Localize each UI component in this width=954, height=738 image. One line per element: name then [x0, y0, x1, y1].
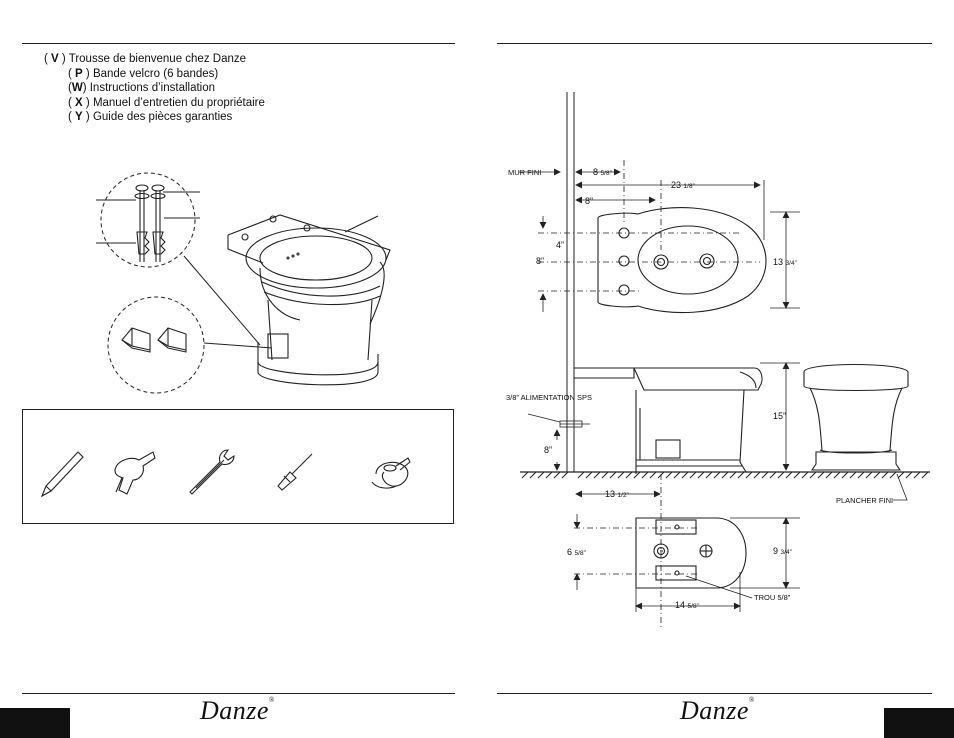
- parts-letter: W: [71, 82, 83, 95]
- toilet-top-view: [597, 207, 767, 314]
- parts-item-p: ( P ) Bande velcro (6 bandes): [68, 67, 219, 80]
- parts-label: Manuel d’entretien du propriétaire: [92, 96, 265, 109]
- pencil-icon: [40, 451, 84, 498]
- header-rule-right: [497, 43, 932, 44]
- parts-letter: P: [75, 67, 83, 80]
- toilet-icon: [227, 214, 391, 386]
- brand-mark: ®: [748, 696, 755, 704]
- page-number-tab-left: [0, 708, 70, 738]
- toilet-front-view: [803, 364, 909, 471]
- parts-list: ( V ) Trousse de bienvenue chez Danze ( …: [44, 52, 265, 125]
- drill-icon: [114, 451, 156, 495]
- wrench-icon: [189, 449, 235, 495]
- dim-8-5-8: 8 5/8”: [593, 167, 612, 177]
- top-view-dim-lines: [519, 160, 800, 312]
- supply-label: 3/8” ALIMENTATION SPS: [506, 393, 592, 402]
- brand-mark: ®: [268, 696, 275, 704]
- toilet-floor-view: [635, 517, 747, 589]
- parts-label: Guide des pièces garanties: [92, 111, 233, 124]
- parts-label: Bande velcro (6 bandes): [92, 67, 219, 80]
- brand-logo-right: Danze®: [680, 696, 755, 726]
- dim-6-5-8: 6 5/8”: [567, 547, 586, 557]
- parts-label: Instructions d’installation: [89, 82, 216, 95]
- velcro-icon: [121, 327, 187, 353]
- velcro-detail-circle: [107, 296, 205, 394]
- brand-logo-left: Danze®: [200, 696, 275, 726]
- parts-item-main: ( V ) Trousse de bienvenue chez Danze: [44, 53, 247, 65]
- parts-item-w: (W) Instructions d’installation: [68, 82, 216, 95]
- bolt-detail-circle: [100, 172, 196, 268]
- footer-rule-left: [22, 693, 455, 694]
- screwdriver-icon: [277, 453, 313, 491]
- floor-label: PLANCHER FINI: [836, 496, 893, 505]
- toilet-side-view: [574, 367, 763, 474]
- dim-15: 15”: [773, 411, 786, 421]
- bolt-icon: [134, 184, 166, 262]
- wall-label: MUR FINI: [508, 168, 541, 177]
- parts-letter: X: [75, 96, 83, 109]
- dim-14-5-8: 14 5/8”: [675, 600, 699, 610]
- brand-name: Danze: [200, 696, 269, 725]
- floor-view-dims: [573, 514, 800, 612]
- parts-label: Trousse de bienvenue chez Danze: [68, 53, 247, 65]
- tools-box: [22, 409, 454, 524]
- pipe-clamp-icon: [371, 457, 411, 489]
- parts-letter: V: [51, 53, 59, 65]
- header-rule-left: [22, 43, 455, 44]
- dim-13-3-4: 13 3/4”: [773, 257, 797, 267]
- brand-name: Danze: [680, 696, 749, 725]
- dim-23-1-8: 23 1/8”: [671, 180, 695, 190]
- page-number-tab-right: [884, 708, 954, 738]
- footer-rule-right: [497, 693, 932, 694]
- dim-13-1-2: 13 1/2”: [605, 489, 629, 499]
- dim-8-top: 8”: [585, 196, 593, 206]
- floor-hatch: [521, 471, 929, 479]
- dim-8-supply: 8”: [544, 445, 552, 455]
- parts-item-y: ( Y ) Guide des pièces garanties: [68, 111, 233, 124]
- parts-item-x: ( X ) Manuel d’entretien du propriétaire: [68, 96, 265, 109]
- dim-8-mid: 8”: [536, 256, 544, 266]
- parts-letter: Y: [75, 111, 83, 124]
- side-view-dims: [527, 362, 908, 628]
- dim-9-3-4: 9 3/4”: [773, 546, 792, 556]
- hole-label: TROU 5/8”: [754, 593, 791, 602]
- dim-4: 4”: [556, 240, 564, 250]
